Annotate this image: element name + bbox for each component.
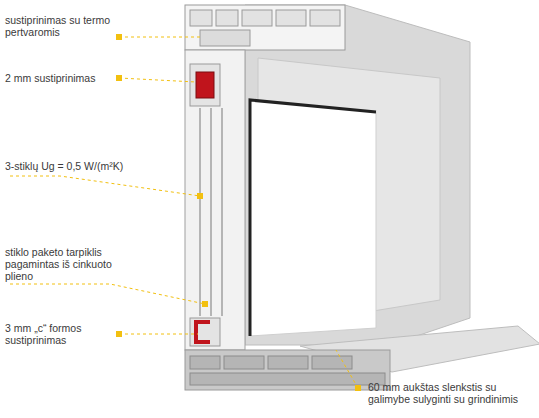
profile-chamber [190, 318, 220, 346]
steel-reinforcement [196, 72, 214, 98]
leader-marker [116, 34, 122, 40]
profile-chamber [190, 10, 212, 26]
profile-chamber [190, 356, 220, 369]
callout-label: sustiprinimas su termo pertvaromis [5, 14, 113, 38]
profile-chamber [190, 64, 220, 106]
leader-line [119, 334, 198, 335]
profile-chamber [190, 373, 385, 385]
profile-chamber [200, 30, 250, 46]
leader-marker [116, 75, 122, 81]
leader-line [119, 37, 200, 38]
profile-chamber [242, 10, 272, 26]
callout-label: 60 mm aukštas slenkstis su galimybe suly… [368, 381, 536, 405]
leader-marker [116, 331, 122, 337]
callout-label: stiklo paketo tarpiklis pagamintas iš ci… [5, 246, 117, 282]
threshold-section [185, 350, 390, 390]
glass-opening [250, 100, 376, 336]
glass-edge [250, 100, 376, 336]
leader-line [10, 284, 205, 304]
callout-label: 3-stiklų Ug = 0,5 W/(m²K) [5, 160, 175, 172]
leader-marker [202, 301, 208, 307]
callout-label: 3 mm „c“ formos sustiprinimas [5, 322, 101, 346]
frame-face [245, 5, 470, 345]
leader-line [10, 176, 200, 196]
sill-plate [300, 326, 539, 372]
profile-chamber [224, 356, 264, 369]
callout-label: 2 mm sustiprinimas [5, 72, 115, 84]
glass-pane [210, 108, 212, 316]
c-reinforcement [196, 322, 210, 342]
glass-pane [221, 108, 223, 316]
leader-line [119, 78, 196, 82]
side-profile-section [185, 50, 245, 350]
glass-pane [199, 108, 201, 316]
top-profile-section [185, 5, 345, 50]
leader-line [336, 350, 358, 388]
profile-chamber [216, 10, 238, 26]
leader-marker [355, 385, 361, 391]
profile-chamber [310, 10, 340, 26]
profile-chamber [276, 10, 306, 26]
leader-marker [197, 193, 203, 199]
profile-chamber [268, 356, 308, 369]
